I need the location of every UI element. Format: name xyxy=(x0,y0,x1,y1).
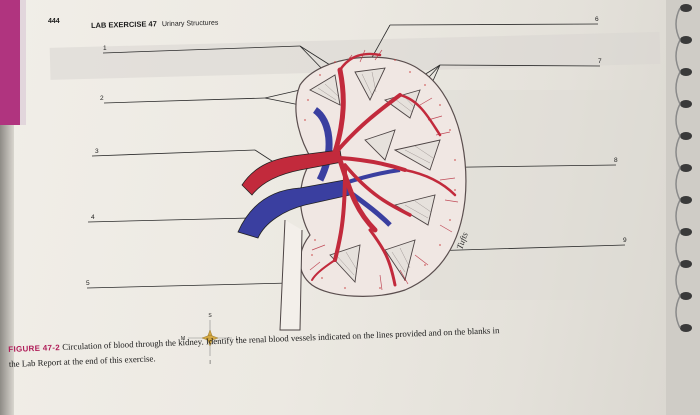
page-gutter-shadow xyxy=(0,125,14,415)
chapter-tab xyxy=(0,0,20,125)
label-5: 5 xyxy=(86,280,90,287)
label-8: 8 xyxy=(614,157,618,164)
compass-superior: S xyxy=(208,313,212,319)
chapter-tab-edge xyxy=(20,0,26,125)
left-leader-lines xyxy=(86,45,331,289)
page-number: 444 xyxy=(48,18,60,25)
label-7: 7 xyxy=(598,58,602,65)
renal-artery xyxy=(241,49,459,291)
compass-lateral: L xyxy=(236,336,239,342)
spiral-binding xyxy=(666,0,700,415)
compass-inferior: I xyxy=(209,360,210,366)
label-1: 1 xyxy=(103,45,107,52)
figure-label: FIGURE 47-2 xyxy=(8,343,61,354)
compass-rose: S M L I xyxy=(181,313,239,366)
label-6: 6 xyxy=(595,16,599,23)
label-4: 4 xyxy=(91,214,95,221)
compass-medial: M xyxy=(181,336,185,342)
label-9: 9 xyxy=(623,237,627,244)
label-2: 2 xyxy=(100,95,104,102)
ureter xyxy=(279,219,303,331)
label-3: 3 xyxy=(95,148,99,155)
